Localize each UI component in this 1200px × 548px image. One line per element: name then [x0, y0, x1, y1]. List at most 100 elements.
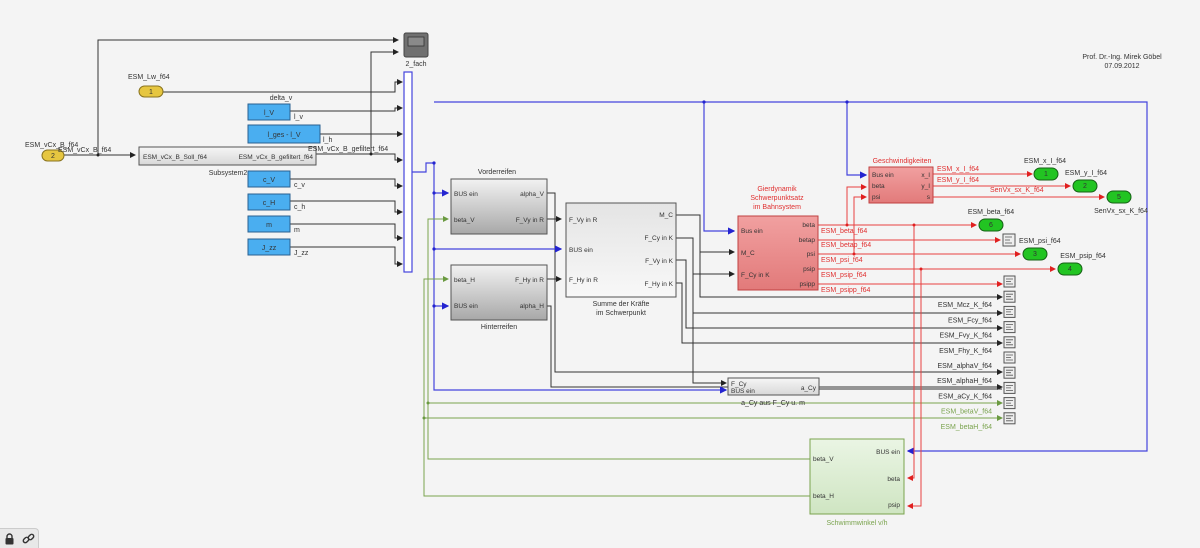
terminator-block[interactable]: ESM_Fcy_f64	[948, 305, 1016, 324]
terminator-label: ESM_Fhy_K_f64	[939, 348, 992, 355]
signal-filtered-to-scope[interactable]	[370, 49, 399, 154]
signal-lw-to-mux[interactable]	[163, 79, 403, 93]
terminator-block[interactable]: ESM_Mcz_K_f64	[938, 290, 1016, 309]
svg-text:psipp: psipp	[799, 281, 815, 288]
bus-to-schwimmwinkel[interactable]	[434, 101, 1148, 455]
svg-text:psip: psip	[803, 266, 815, 273]
summe-der-kraefte-block[interactable]: F_Vy in R BUS ein F_Hy in R M_C F_Cy in …	[565, 202, 677, 317]
outport-6[interactable]: ESM_beta_f64 6	[968, 209, 1014, 232]
bus-to-vorderreifen[interactable]	[433, 163, 450, 197]
bus-to-hinterreifen[interactable]	[433, 249, 450, 310]
svg-text:ESM_psi_f64: ESM_psi_f64	[821, 257, 863, 264]
terminator-block[interactable]: ESM_betaV_f64	[941, 397, 1016, 416]
geschwindigkeiten-block[interactable]: Geschwindigkeiten Bus ein beta psi x_I y…	[868, 158, 934, 204]
signal-mc-to-terminator[interactable]	[699, 252, 1003, 300]
signal-ch-to-mux[interactable]	[290, 200, 403, 215]
outport-3[interactable]: 3	[1022, 247, 1048, 261]
terminator-block[interactable]: ESM_Fhy_K_f64	[939, 336, 1016, 355]
svg-text:ESM_y_I_f64: ESM_y_I_f64	[1065, 170, 1107, 177]
svg-text:2: 2	[1083, 183, 1087, 190]
constant-c-h[interactable]: c_H c_h	[247, 193, 305, 211]
svg-text:ESM_x_I_f64: ESM_x_I_f64	[1024, 158, 1066, 165]
bus-to-gierdynamik[interactable]	[703, 102, 736, 235]
signal-m-to-mux[interactable]	[290, 223, 403, 241]
svg-text:c_H: c_H	[263, 200, 275, 207]
svg-text:alpha_V: alpha_V	[520, 191, 545, 198]
svg-text:BUS ein: BUS ein	[731, 388, 755, 395]
constant-j-zz[interactable]: J_zz J_zz	[247, 238, 309, 257]
signal-alpha-v[interactable]	[546, 192, 1003, 375]
terminator-block[interactable]: ESM_alphaH_f64	[937, 366, 1016, 385]
signal-beta-to-schwimm[interactable]	[907, 225, 915, 481]
vorderreifen-block[interactable]: Vorderreifen BUS ein beta_V alpha_V F_Vy…	[450, 169, 548, 235]
svg-text:F_Cy in K: F_Cy in K	[741, 272, 770, 279]
svg-text:s: s	[927, 194, 931, 201]
svg-text:J_zz: J_zz	[294, 250, 309, 257]
signal-beta-v[interactable]	[427, 216, 820, 460]
terminator-block[interactable]	[1003, 275, 1016, 288]
outport-1[interactable]: ESM_x_I_f64 1	[1024, 158, 1066, 181]
bus-to-acy[interactable]	[433, 306, 728, 394]
svg-text:l_h: l_h	[323, 137, 332, 144]
signal-mc[interactable]	[675, 214, 735, 255]
constant-m[interactable]: m m	[247, 215, 300, 234]
hinterreifen-block[interactable]: beta_H BUS ein F_Hy in R alpha_H Hinterr…	[450, 264, 548, 331]
constant-l-h[interactable]: l_ges - l_V l_h	[247, 124, 332, 144]
subsystem2-block[interactable]: ESM_vCx_B_Soll_f64 ESM_vCx_B_gefiltert_f…	[138, 146, 388, 177]
schwimmwinkel-block[interactable]: beta_V beta_H BUS ein beta psip Schwimmw…	[809, 438, 905, 527]
signal-cv-to-mux[interactable]	[290, 178, 403, 189]
svg-text:l_ges - l_V: l_ges - l_V	[267, 132, 300, 139]
bus-mux-out[interactable]	[412, 162, 434, 173]
link-icon[interactable]	[22, 532, 36, 546]
signal-filtered-to-mux[interactable]	[316, 153, 403, 163]
svg-text:ESM_psipp_f64: ESM_psipp_f64	[821, 287, 871, 294]
svg-text:BUS ein: BUS ein	[454, 303, 478, 310]
green-signal-lines	[423, 216, 1003, 497]
gierdynamik-block[interactable]: Gierdynamik Schwerpunktsatz im Bahnsyste…	[737, 186, 819, 291]
signal-fcy-to-acy[interactable]	[692, 313, 727, 386]
terminator-block[interactable]: ESM_Fvy_K_f64	[939, 321, 1016, 340]
terminator-block[interactable]: ESM_alphaV_f64	[938, 351, 1016, 370]
signal-beta-h[interactable]	[423, 276, 820, 497]
signal-fhy-k[interactable]	[675, 282, 1003, 346]
bus-to-geschwindigkeiten[interactable]	[846, 102, 868, 179]
signal-psi-to-geschw[interactable]	[853, 194, 867, 254]
svg-text:ESM_betap_f64: ESM_betap_f64	[821, 242, 871, 249]
signal-alpha-h[interactable]	[546, 305, 1003, 390]
signal-beta-to-geschw[interactable]	[846, 184, 867, 225]
signal-jzz-to-mux[interactable]	[290, 246, 403, 267]
outport-4[interactable]: ESM_psip_f64 4	[1057, 253, 1106, 276]
scope-label: 2_fach	[405, 61, 426, 68]
terminator-block[interactable]: ESM_betaH_f64	[941, 412, 1016, 431]
lock-icon[interactable]	[3, 532, 17, 546]
terminator-psi[interactable]: ESM_psi_f64	[1002, 233, 1061, 247]
signal-vcx-to-scope[interactable]	[62, 37, 399, 156]
svg-text:3: 3	[1033, 251, 1037, 258]
signal-lv-to-mux[interactable]	[290, 105, 403, 112]
signal-psip-to-schwimm[interactable]	[907, 269, 922, 509]
signal-fcy[interactable]	[675, 237, 735, 277]
constant-l-v[interactable]: l_V l_v	[247, 103, 303, 121]
bus-creator-block[interactable]	[403, 71, 413, 273]
svg-text:M_C: M_C	[741, 250, 755, 257]
scope-block[interactable]: 2_fach	[403, 32, 429, 68]
svg-text:F_Vy in K: F_Vy in K	[645, 258, 674, 265]
acy-block[interactable]: F_Cy BUS ein a_Cy a_Cy aus F_Cy u. m	[727, 377, 820, 407]
svg-text:alpha_H: alpha_H	[520, 303, 545, 310]
svg-text:beta_V: beta_V	[813, 456, 834, 463]
red-signal-labels: ESM_beta_f64 ESM_betap_f64 ESM_psi_f64 E…	[821, 166, 1044, 294]
inport-1[interactable]: ESM_Lw_f64 1	[128, 74, 170, 98]
bus-lines	[412, 101, 1148, 455]
outport-2[interactable]: ESM_y_I_f64 2	[1065, 170, 1107, 193]
terminator-block[interactable]: ESM_aCy_K_f64	[938, 381, 1016, 400]
inport-2[interactable]: ESM_vCx_B_f64 2 ESM_vCx_B_f64	[25, 142, 111, 162]
svg-text:Schwerpunktsatz: Schwerpunktsatz	[750, 195, 804, 202]
svg-text:F_Cy in K: F_Cy in K	[644, 235, 673, 242]
signal-fvy-k[interactable]	[675, 259, 1003, 331]
constant-c-v[interactable]: c_V c_v	[247, 170, 305, 189]
inport-2-signal-label: ESM_vCx_B_f64	[58, 147, 111, 154]
svg-text:a_Cy: a_Cy	[801, 385, 817, 392]
svg-text:a_Cy aus F_Cy u. m: a_Cy aus F_Cy u. m	[741, 400, 805, 407]
outport-5[interactable]: 5 SenVx_sx_K_f64	[1094, 190, 1148, 215]
